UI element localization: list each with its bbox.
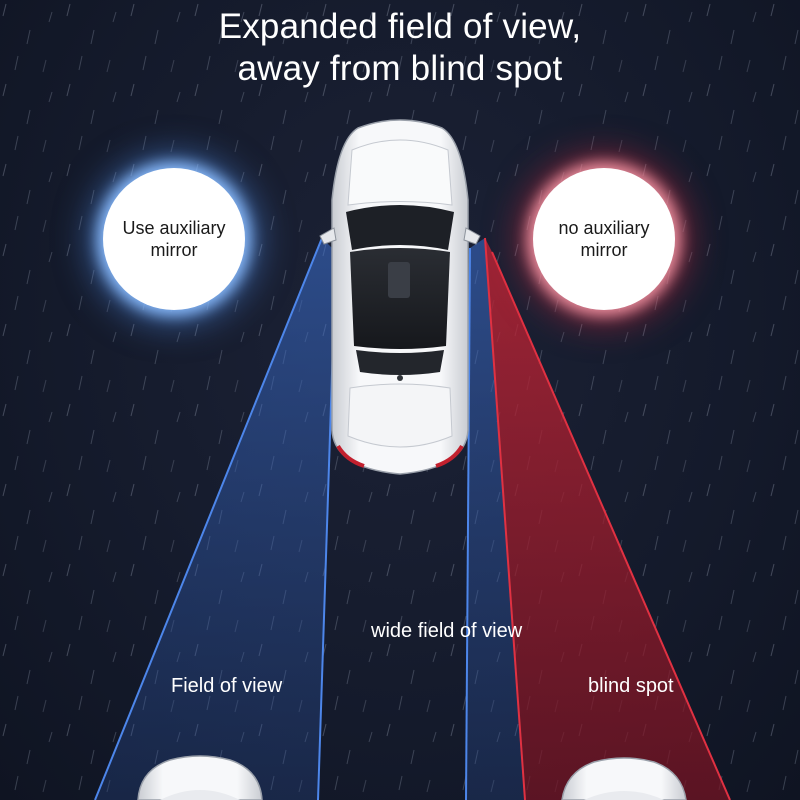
headline-line-1: Expanded field of view, xyxy=(218,7,582,46)
car-rear-window xyxy=(356,350,444,375)
without-mirror-text-1: no auxiliary xyxy=(558,218,650,238)
without-mirror-text-2: mirror xyxy=(580,240,628,260)
left-view-cone xyxy=(95,238,336,800)
main-car xyxy=(319,119,481,475)
car-trunk xyxy=(347,383,453,448)
with-mirror-text-2: mirror xyxy=(150,240,198,260)
tail-light-left xyxy=(336,444,365,468)
tail-light-right xyxy=(435,444,464,468)
mirror-left xyxy=(319,227,337,245)
right-view-cone xyxy=(466,238,525,800)
rear-car-left xyxy=(137,755,263,800)
blind-spot-edge-inner xyxy=(491,251,731,800)
left-view-edge-outer xyxy=(94,237,323,800)
blind-spot-label: blind spot xyxy=(588,675,674,697)
car-windshield xyxy=(346,205,454,250)
roof-reflection xyxy=(388,262,410,298)
car-roof xyxy=(350,248,450,349)
blind-spot-edge-outer xyxy=(484,237,526,800)
headline: Expanded field of view, away from blind … xyxy=(0,6,800,90)
with-mirror-text-1: Use auxiliary xyxy=(122,218,226,238)
headline-line-2: away from blind spot xyxy=(237,49,563,88)
field-of-view-label: Field of view xyxy=(171,675,283,697)
without-mirror-bubble: no auxiliary mirror xyxy=(533,168,675,310)
with-mirror-bubble: Use auxiliary mirror xyxy=(103,168,245,310)
rear-car-right xyxy=(561,757,687,800)
wide-field-label: wide field of view xyxy=(371,620,523,642)
right-view-edge-inner xyxy=(465,247,471,800)
car-logo xyxy=(397,375,403,381)
mirror-right xyxy=(463,227,481,245)
car-hood xyxy=(347,139,453,206)
